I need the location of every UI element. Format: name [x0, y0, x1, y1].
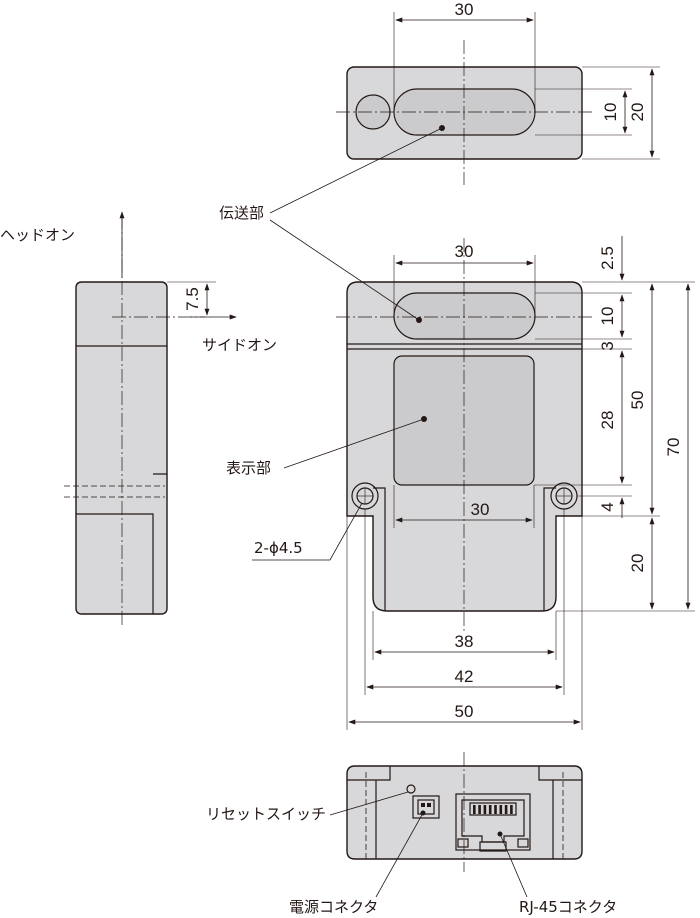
- rj45-contact-block: [469, 802, 517, 816]
- holes-leader: [252, 502, 363, 561]
- rj45-pin: [504, 805, 508, 814]
- rj45-connector-label: RJ-45コネクタ: [519, 898, 617, 916]
- rj45-pin: [478, 805, 481, 814]
- transmission-leader-front-dot: [416, 317, 422, 323]
- top-view-dim-20-label: 20: [628, 103, 647, 122]
- front-dim-38-label: 38: [455, 632, 474, 651]
- front-dim-10-label: 10: [598, 307, 617, 326]
- front-dim-2-5-label: 2.5: [598, 246, 617, 270]
- rear-view: [346, 752, 583, 872]
- side-view-mount-step: [76, 473, 167, 614]
- head-on-label: ヘッドオン: [0, 226, 75, 244]
- rj45-pins: [473, 805, 513, 814]
- power-connector: [412, 795, 440, 819]
- annotations: 伝送部 表示部 2-ϕ4.5 リセットスイッチ 電源コネクタ RJ-45コネクタ: [206, 125, 617, 916]
- front-dim-70-label: 70: [664, 438, 683, 457]
- top-view: 30 10 20: [336, 0, 660, 185]
- rj45-pin: [499, 805, 503, 814]
- rj45-led-left: [457, 838, 469, 848]
- front-view: 30 30 38 42 50 2.5 10: [336, 236, 695, 730]
- transmission-label: 伝送部: [219, 204, 264, 222]
- front-dim-4-label: 4: [598, 502, 617, 511]
- rj45-connector-leader: [499, 833, 528, 898]
- rj45-port: [455, 793, 531, 852]
- display-leader: [283, 418, 425, 469]
- rj45-latch: [479, 841, 507, 852]
- front-dim-20-label: 20: [628, 554, 647, 573]
- front-dim-50-v-label: 50: [628, 391, 647, 410]
- front-dim-42-label: 42: [455, 667, 474, 686]
- front-dim-window-30-label: 30: [455, 242, 474, 261]
- top-view-dim-30-label: 30: [455, 0, 474, 19]
- side-on-label: サイドオン: [202, 336, 277, 354]
- front-dim-3-label: 3: [598, 341, 617, 350]
- display-leader-dot: [421, 416, 427, 422]
- front-view-transmission-window: [393, 292, 536, 340]
- front-view-hole-left: [351, 482, 379, 510]
- transmission-leader-front: [269, 219, 420, 321]
- transmission-leader-top: [269, 127, 443, 214]
- top-view-dim-10-label: 10: [601, 103, 620, 122]
- rj45-connector-leader-dot: [497, 831, 503, 837]
- power-connector-inner: [417, 799, 435, 815]
- display-label: 表示部: [226, 459, 271, 477]
- rear-view-top-step: [347, 766, 582, 781]
- holes-label: 2-ϕ4.5: [254, 539, 303, 557]
- reset-switch-label: リセットスイッチ: [206, 805, 326, 823]
- rj45-pin: [483, 805, 487, 814]
- side-view: ヘッドオン サイドオン 7.5: [0, 211, 277, 628]
- rj45-led-right: [517, 838, 529, 848]
- power-pin-2: [427, 803, 431, 807]
- transmission-leader-top-dot: [439, 125, 445, 131]
- reset-switch-leader: [329, 791, 409, 816]
- front-dim-50-label: 50: [455, 702, 474, 721]
- power-connector-leader: [375, 812, 424, 898]
- power-pin-1: [421, 803, 425, 807]
- power-connector-leader-dot: [420, 810, 426, 816]
- front-dim-display-30-label: 30: [471, 500, 490, 519]
- rj45-outer: [455, 793, 531, 851]
- side-view-body: [75, 281, 168, 615]
- side-view-dim-7-5-label: 7.5: [183, 287, 202, 311]
- front-view-mount-step: [373, 487, 556, 611]
- rj45-pin: [494, 805, 497, 814]
- front-dim-28-label: 28: [598, 411, 617, 430]
- rj45-pin: [510, 805, 513, 814]
- rj45-pin: [488, 805, 492, 814]
- power-connector-label: 電源コネクタ: [289, 898, 378, 916]
- rj45-pin: [473, 805, 476, 814]
- reset-switch-hole: [406, 784, 416, 794]
- power-connector-outer: [412, 795, 440, 819]
